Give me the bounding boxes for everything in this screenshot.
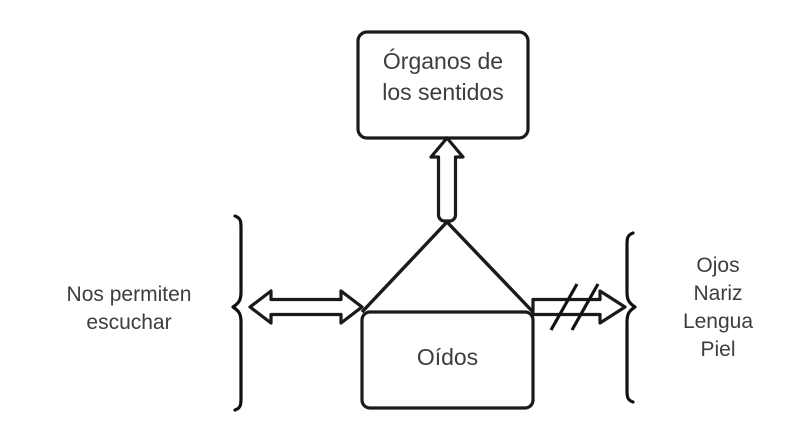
right-brace bbox=[625, 231, 637, 404]
right-branch-label: Ojos Nariz Lengua Piel bbox=[682, 254, 754, 362]
negation-slash-1 bbox=[549, 283, 579, 331]
left-double-arrow bbox=[248, 289, 364, 325]
left-brace bbox=[231, 214, 243, 412]
negation-slash-2 bbox=[570, 283, 600, 331]
left-branch-label: Nos permiten escuchar bbox=[66, 283, 192, 335]
oidos-rect[interactable] bbox=[360, 310, 535, 410]
organos-label: Órganos de los sentidos bbox=[382, 48, 504, 105]
right-arrow bbox=[531, 289, 627, 325]
oidos-roof bbox=[360, 219, 535, 314]
up-arrow bbox=[429, 136, 465, 223]
oidos-label: Oídos bbox=[416, 344, 479, 370]
organos-box[interactable] bbox=[356, 30, 530, 140]
